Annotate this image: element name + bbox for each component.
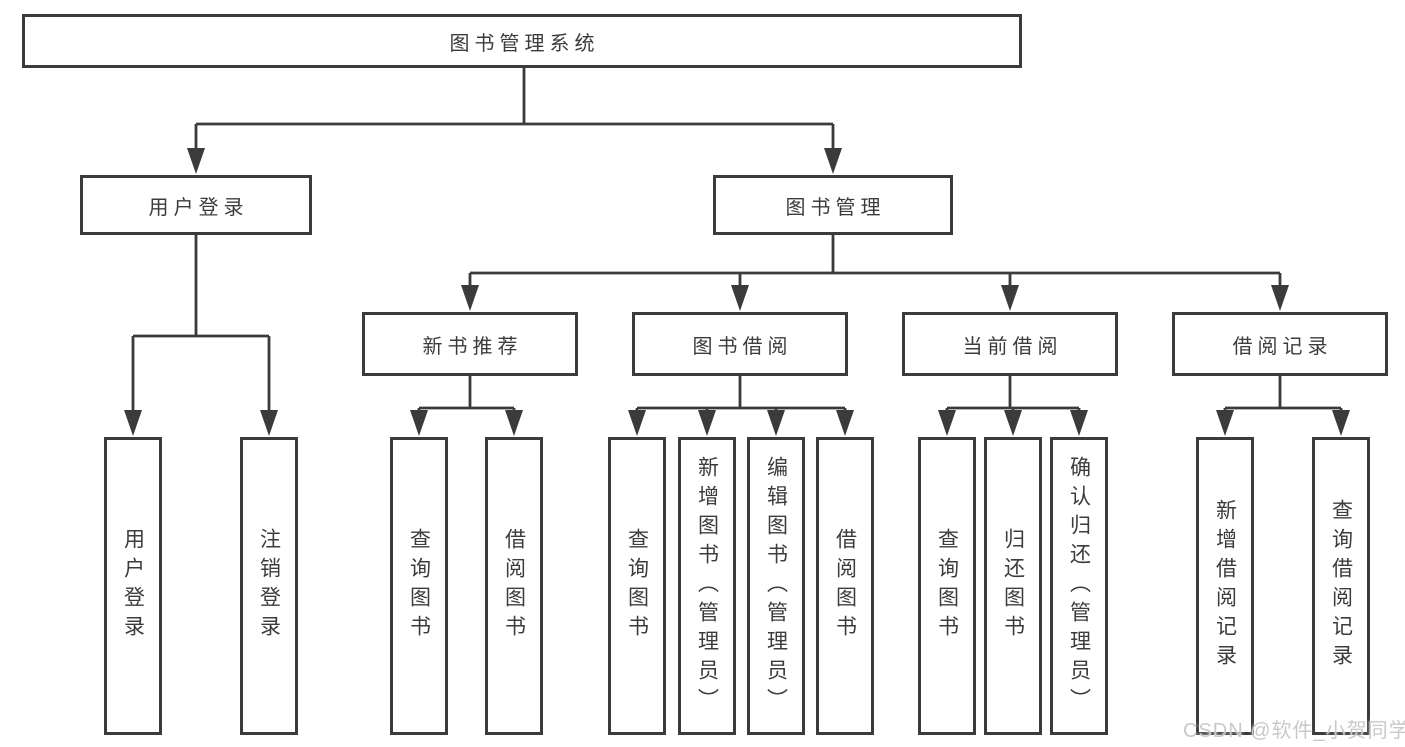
arrowhead-icon: [1271, 285, 1289, 311]
connector-current-borrow-to-leaves: [945, 376, 1081, 412]
watermark: CSDN @软件_小贺同学: [1183, 720, 1405, 742]
leaf-add-book-admin: 新增图书（管理员）: [678, 437, 736, 735]
connector-user-login-to-leaves: [131, 235, 271, 412]
leaf-add-book-admin-label: 新增图书（管理员）: [695, 455, 719, 717]
leaf-user-login: 用户登录: [104, 437, 162, 735]
leaf-query-borrow-record: 查询借阅记录: [1312, 437, 1370, 735]
connector-borrow-records-to-leaves: [1223, 376, 1343, 412]
arrowhead-icon: [1004, 410, 1022, 436]
node-current-borrow: 当前借阅: [902, 312, 1118, 376]
leaf-borrow-books-2-label: 借阅图书: [833, 528, 857, 644]
arrowhead-icon: [1070, 410, 1088, 436]
arrowhead-icon: [260, 410, 278, 436]
arrowhead-icon: [410, 410, 428, 436]
node-book-management: 图书管理: [713, 175, 953, 235]
connector-new-book-to-leaves: [417, 376, 516, 412]
node-borrow-records: 借阅记录: [1172, 312, 1388, 376]
node-book-borrow: 图书借阅: [632, 312, 848, 376]
arrowhead-icon: [1332, 410, 1350, 436]
leaf-logout: 注销登录: [240, 437, 298, 735]
arrowhead-icon: [938, 410, 956, 436]
arrowhead-icon: [187, 148, 205, 174]
arrowhead-icon: [1001, 285, 1019, 311]
leaf-borrow-books-1: 借阅图书: [485, 437, 543, 735]
leaf-borrow-books-1-label: 借阅图书: [502, 528, 526, 644]
arrowhead-icon: [628, 410, 646, 436]
leaf-return-book: 归还图书: [984, 437, 1042, 735]
arrowhead-icon: [731, 285, 749, 311]
connector-book-management-to-level3: [468, 235, 1282, 287]
arrowhead-icon: [1216, 410, 1234, 436]
leaf-user-login-label: 用户登录: [121, 528, 145, 644]
node-user-login: 用户登录: [80, 175, 312, 235]
arrowhead-icon: [824, 148, 842, 174]
leaf-edit-book-admin: 编辑图书（管理员）: [747, 437, 805, 735]
leaf-return-book-label: 归还图书: [1001, 528, 1025, 644]
leaf-confirm-return-admin-label: 确认归还（管理员）: [1067, 455, 1091, 717]
leaf-query-books-2: 查询图书: [608, 437, 666, 735]
leaf-add-borrow-record: 新增借阅记录: [1196, 437, 1254, 735]
node-new-book-recommend: 新书推荐: [362, 312, 578, 376]
leaf-query-borrow-record-label: 查询借阅记录: [1329, 499, 1353, 673]
arrowhead-icon: [698, 410, 716, 436]
node-root: 图书管理系统: [22, 14, 1022, 68]
leaf-confirm-return-admin: 确认归还（管理员）: [1050, 437, 1108, 735]
leaf-query-books-2-label: 查询图书: [625, 528, 649, 644]
arrowhead-icon: [836, 410, 854, 436]
connector-root-to-level2: [194, 68, 835, 150]
leaf-add-borrow-record-label: 新增借阅记录: [1213, 499, 1237, 673]
leaf-logout-label: 注销登录: [257, 528, 281, 644]
connector-book-borrow-to-leaves: [635, 376, 847, 412]
leaf-query-books-3-label: 查询图书: [935, 528, 959, 644]
leaf-edit-book-admin-label: 编辑图书（管理员）: [764, 455, 788, 717]
leaf-borrow-books-2: 借阅图书: [816, 437, 874, 735]
leaf-query-books-1-label: 查询图书: [407, 528, 431, 644]
leaf-query-books-3: 查询图书: [918, 437, 976, 735]
arrowhead-icon: [767, 410, 785, 436]
arrowhead-icon: [461, 285, 479, 311]
arrowhead-icon: [505, 410, 523, 436]
leaf-query-books-1: 查询图书: [390, 437, 448, 735]
arrowhead-icon: [124, 410, 142, 436]
